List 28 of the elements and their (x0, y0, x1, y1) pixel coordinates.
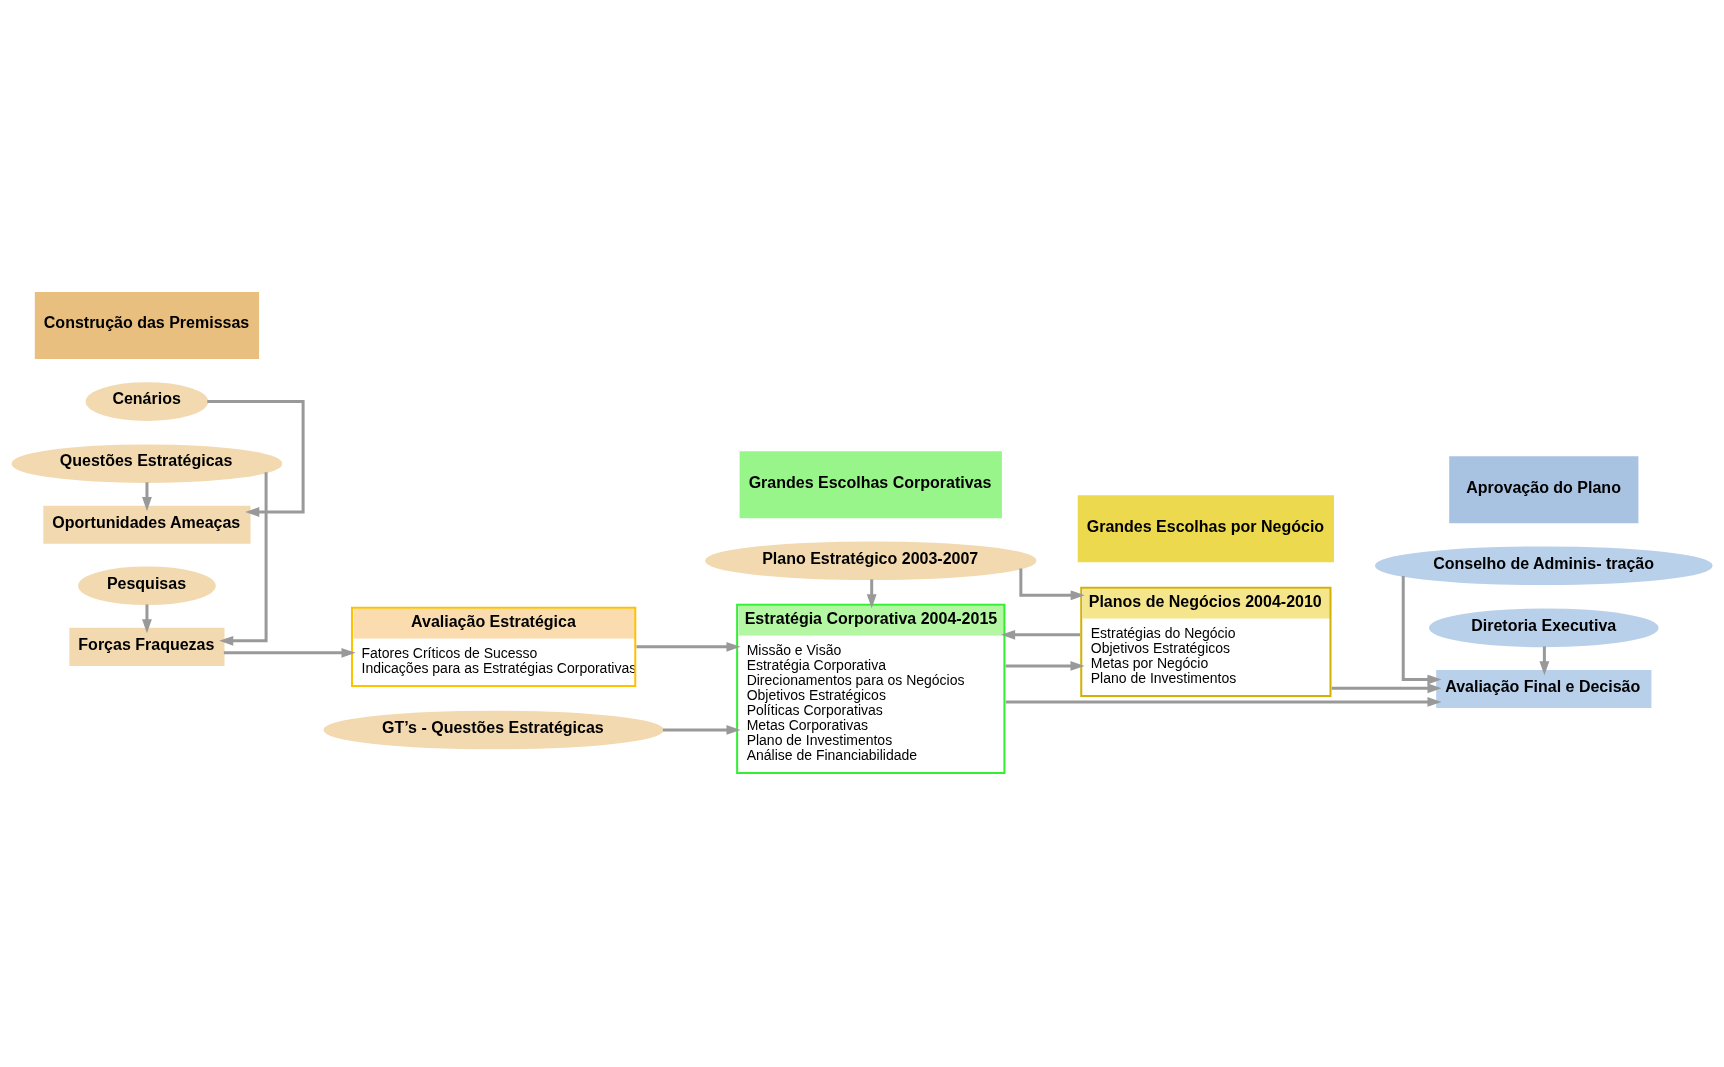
node-ellipse: Conselho de Adminis- tração (1374, 546, 1713, 586)
arrow (1001, 629, 1081, 640)
arrow (1331, 683, 1442, 694)
arrow (662, 725, 741, 735)
node-box: Aprovação do Plano (1449, 456, 1639, 524)
node-ellipse: Cenários (85, 382, 209, 421)
arrow (1401, 575, 1442, 685)
arrow (219, 472, 268, 646)
arrow (1005, 697, 1442, 707)
arrow (207, 400, 305, 517)
arrow (142, 604, 152, 634)
node-box: Construção das Premissas (34, 292, 260, 360)
node-ellipse: GT’s - Questões Estratégicas (323, 710, 664, 750)
node-ellipse: Plano Estratégico 2003-2007 (705, 541, 1037, 581)
arrow (223, 647, 356, 658)
arrow (142, 482, 152, 512)
arrow (636, 641, 741, 652)
node-box: Grandes Escolhas por Negócio (1077, 495, 1334, 563)
node-box: Avaliação Final e Decisão (1436, 669, 1652, 708)
node-box: Forças Fraquezas (69, 627, 225, 666)
node-ellipse: Pesquisas (78, 566, 216, 606)
node-ellipse: Questões Estratégicas (11, 444, 283, 483)
arrow (1539, 646, 1550, 676)
node-box: Oportunidades Ameaças (43, 505, 251, 544)
arrow (1005, 660, 1085, 671)
node-box: Grandes Escolhas Corporativas (739, 451, 1002, 519)
node-ellipse: Diretoria Executiva (1429, 608, 1659, 648)
arrow (866, 579, 877, 609)
